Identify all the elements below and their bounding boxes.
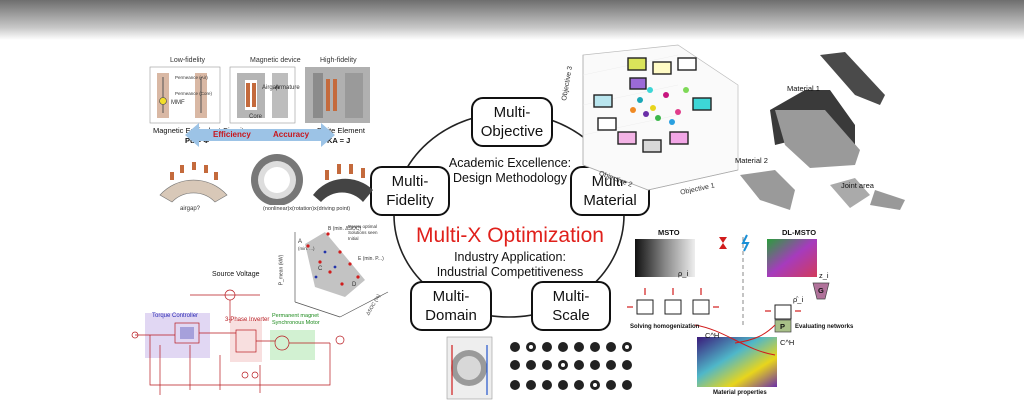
pareto-legend-1: Pareto optimal xyxy=(348,224,378,229)
pareto-point-d: D xyxy=(352,282,357,288)
fidelity-panel: Low-fidelity Magnetic device High-fideli… xyxy=(145,55,375,230)
airgap-label: Airgap xyxy=(262,85,280,91)
pareto-legend-2: Solutions seen xyxy=(348,230,378,235)
inverter-label: 3-Phase Inverter xyxy=(225,317,270,323)
nonlinear-caption: (nonlinear)x(rotation)x(driving point) xyxy=(263,206,351,212)
pareto-plot-panel: Pareto optimal Solutions seen Initial A … xyxy=(270,222,390,322)
efficiency-accuracy-arrow xyxy=(185,123,335,147)
node-multi-fidelity: Multi-Fidelity xyxy=(370,166,450,216)
material-renders xyxy=(740,52,905,210)
msto-label: MSTO xyxy=(658,228,680,237)
material-1-label: Material 1 xyxy=(787,84,820,93)
domain-image-strip xyxy=(445,335,645,401)
source-voltage-label: Source Voltage xyxy=(212,271,260,278)
g-label: G xyxy=(818,286,824,295)
z-label: z_i xyxy=(819,271,829,280)
node-multi-objective: Multi-Objective xyxy=(471,97,553,147)
pareto-point-a: A xyxy=(298,239,303,245)
pareto-point-e: E (min. P...) xyxy=(358,256,384,262)
armature-label: Armature xyxy=(275,85,300,91)
pareto-legend-3: Initial xyxy=(348,236,359,241)
pareto-point-a-sub: (min. ...) xyxy=(298,246,315,251)
motor-label-line2: Synchronous Motor xyxy=(272,320,320,326)
node-multi-scale: Multi-Scale xyxy=(531,281,611,331)
material-properties-label: Material properties xyxy=(713,390,767,396)
rho-label: ρ_i xyxy=(678,269,689,278)
industry-caption: Industry Application: Industrial Competi… xyxy=(436,250,584,279)
mmf-label: MMF xyxy=(171,100,185,106)
motor-label-line1: Permanent magnet xyxy=(272,313,319,319)
airgap-question: airgap? xyxy=(180,206,201,212)
pareto-point-b: B (min. ΔSOC) xyxy=(328,226,362,232)
fe-label: Finite Element xyxy=(317,126,365,135)
dl-msto-label: DL-MSTO xyxy=(782,228,817,237)
fidelity-device-graphics xyxy=(149,66,370,124)
solving-homogenization-label: Solving homogenization xyxy=(630,324,700,330)
material-panel: Material 1 Material 2 Joint area xyxy=(735,50,915,230)
accuracy-label: Accuracy xyxy=(273,130,310,139)
scale-panel: MSTO DL-MSTO ρ_i z_i ρ̂_i G P Solving ho… xyxy=(625,225,865,403)
core-label: Core xyxy=(249,114,263,120)
node-multi-domain: Multi-Domain xyxy=(410,281,492,331)
low-fidelity-label: Low-fidelity xyxy=(170,57,206,64)
domain-thumbnails xyxy=(446,336,632,400)
header-gradient-bar xyxy=(0,0,1024,40)
circuit-diagram xyxy=(131,289,345,395)
permeance-air-label: Permeance (Air) xyxy=(175,75,208,80)
pareto-3d-plot xyxy=(294,232,389,318)
torque-controller-label: Torque Controller xyxy=(152,313,199,319)
main-title: Multi-X Optimization xyxy=(416,224,604,247)
magnetic-device-label: Magnetic device xyxy=(250,57,301,64)
p-label: P xyxy=(780,322,786,331)
circuit-panel: Source Voltage Torque Controller 3-Phase… xyxy=(130,271,360,400)
motor-cross-sections xyxy=(159,154,373,205)
evaluating-networks-label: Evaluating networks xyxy=(795,324,854,330)
fe-equation: KA = J xyxy=(327,136,351,145)
ch-label-1: C^H xyxy=(705,331,720,340)
material-2-label: Material 2 xyxy=(735,156,768,165)
objective-plot-panel: Objective 3 Objective 2 Objective 1 xyxy=(558,40,740,200)
academic-caption: Academic Excellence: Design Methodology xyxy=(448,156,572,185)
permeance-core-label: Permeance (Core) xyxy=(175,91,213,96)
rho-hat-label: ρ̂_i xyxy=(793,295,804,304)
scale-graphics xyxy=(627,234,830,387)
high-fidelity-label: High-fidelity xyxy=(320,57,357,64)
ch-label-2: C^H xyxy=(780,338,795,347)
joint-area-label: Joint area xyxy=(841,181,874,190)
pareto-point-c: C xyxy=(318,266,323,272)
efficiency-label: Efficiency xyxy=(213,130,251,139)
objective-3d-plot xyxy=(582,44,739,191)
